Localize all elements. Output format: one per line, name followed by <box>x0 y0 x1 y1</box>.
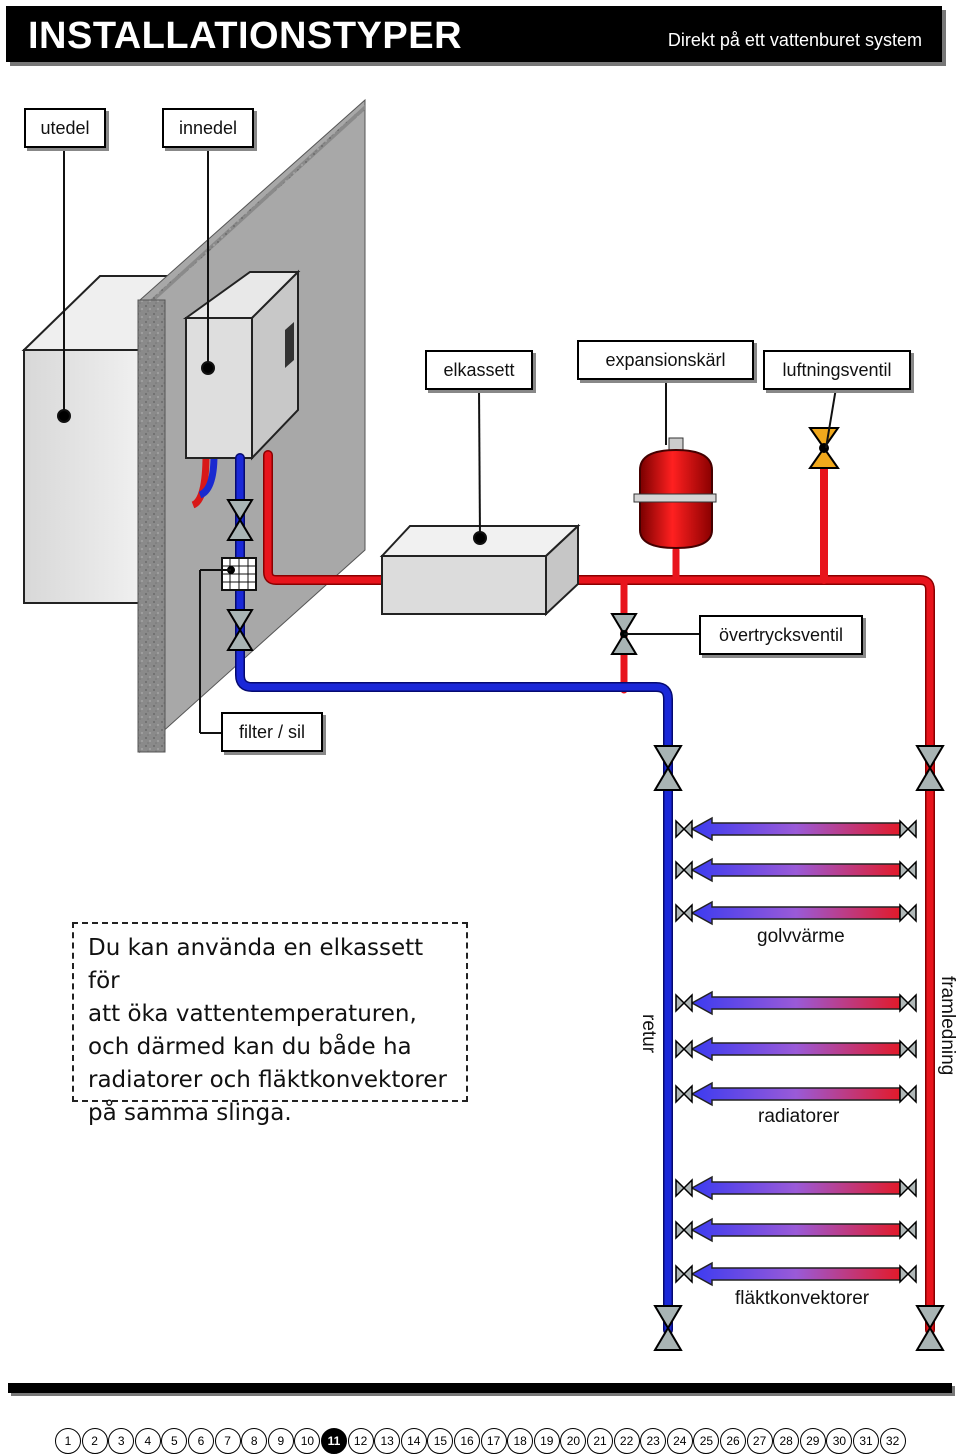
page-link-32[interactable]: 32 <box>879 1428 906 1454</box>
page-link-28[interactable]: 28 <box>773 1428 800 1454</box>
valve-icon <box>675 1084 693 1104</box>
emitter-row <box>675 990 917 1016</box>
emitter-row <box>675 1081 917 1107</box>
valve-icon <box>653 1305 683 1351</box>
note-line: på samma slinga. <box>88 1100 292 1126</box>
page-link-6[interactable]: 6 <box>188 1428 214 1454</box>
info-note: Du kan använda en elkassett för att öka … <box>72 922 468 1126</box>
valve-icon <box>899 903 917 923</box>
label-outdoor-unit: utedel <box>24 108 106 148</box>
valve-icon <box>915 745 945 791</box>
valve-icon <box>899 1220 917 1240</box>
valve-icon <box>675 993 693 1013</box>
leader-lines <box>57 146 837 734</box>
note-line: och därmed kan du både ha <box>88 1034 412 1060</box>
valve-icon <box>675 1264 693 1284</box>
page-link-24[interactable]: 24 <box>666 1428 693 1454</box>
page-link-30[interactable]: 30 <box>826 1428 853 1454</box>
page-link-8[interactable]: 8 <box>241 1428 268 1454</box>
page-link-19[interactable]: 19 <box>533 1428 560 1454</box>
return-pipes <box>235 453 673 1335</box>
valve-icon <box>899 1178 917 1198</box>
page-link-10[interactable]: 10 <box>294 1428 321 1454</box>
header-bar: INSTALLATIONSTYPER Direkt på ett vattenb… <box>6 6 942 62</box>
emitter-row <box>675 900 917 926</box>
label-filter: filter / sil <box>221 712 323 752</box>
page-link-15[interactable]: 15 <box>427 1428 454 1454</box>
footer-bar <box>8 1383 952 1393</box>
valve-icon <box>899 1264 917 1284</box>
valve-icon <box>226 609 254 651</box>
valve-icon <box>899 1039 917 1059</box>
page-link-25[interactable]: 25 <box>693 1428 720 1454</box>
label-expansion-tank: expansionskärl <box>577 340 754 380</box>
page-subtitle: Direkt på ett vattenburet system <box>667 30 922 50</box>
expansion-tank <box>633 437 717 550</box>
valve-icon <box>915 1305 945 1351</box>
page-link-17[interactable]: 17 <box>480 1428 507 1454</box>
valve-icon <box>899 860 917 880</box>
page-link-3[interactable]: 3 <box>108 1428 135 1454</box>
note-line: Du kan använda en elkassett för <box>88 935 424 994</box>
emitter-row <box>675 1175 917 1201</box>
label-air-vent-valve: luftningsventil <box>763 350 911 390</box>
valve-icon <box>675 903 693 923</box>
page-link-5[interactable]: 5 <box>161 1428 188 1454</box>
page-link-14[interactable]: 14 <box>400 1428 427 1454</box>
page-link-16[interactable]: 16 <box>454 1428 480 1454</box>
valve-icon <box>675 860 693 880</box>
label-supply: framledning <box>937 976 958 1076</box>
page-link-23[interactable]: 23 <box>640 1428 667 1454</box>
label-indoor-unit: innedel <box>162 108 254 148</box>
page-link-11[interactable]: 11 <box>321 1428 347 1454</box>
page-link-27[interactable]: 27 <box>746 1428 773 1454</box>
valve-icon <box>675 819 693 839</box>
outdoor-unit <box>21 275 203 604</box>
page-link-13[interactable]: 13 <box>374 1428 401 1454</box>
note-line: att öka vattentemperaturen, <box>88 1001 417 1027</box>
emitter-row <box>675 1217 917 1243</box>
emitter-row <box>675 1036 917 1062</box>
valve-icon <box>899 819 917 839</box>
air-vent-valve-icon <box>808 427 840 469</box>
page-link-9[interactable]: 9 <box>267 1428 294 1454</box>
supply-pipes <box>263 450 935 1335</box>
page-title: INSTALLATIONSTYPER <box>28 15 463 57</box>
page-link-1[interactable]: 1 <box>55 1428 81 1454</box>
label-return: retur <box>638 1014 659 1054</box>
valve-icon <box>899 993 917 1013</box>
emitter-row <box>675 1261 917 1287</box>
valve-icon <box>675 1039 693 1059</box>
page-link-2[interactable]: 2 <box>81 1428 108 1454</box>
label-electric-cassette: elkassett <box>425 350 533 390</box>
valve-icon <box>653 745 683 791</box>
page-link-31[interactable]: 31 <box>853 1428 879 1454</box>
valve-icon <box>675 1220 693 1240</box>
page-link-18[interactable]: 18 <box>507 1428 534 1454</box>
page-link-4[interactable]: 4 <box>134 1428 161 1454</box>
page-link-20[interactable]: 20 <box>560 1428 587 1454</box>
label-floor-heating: golvvärme <box>757 926 845 947</box>
page-link-21[interactable]: 21 <box>587 1428 613 1454</box>
emitters <box>675 816 917 1287</box>
page-link-29[interactable]: 29 <box>799 1428 826 1454</box>
label-pressure-relief-valve: övertrycksventil <box>699 615 863 655</box>
page-link-22[interactable]: 22 <box>613 1428 640 1454</box>
label-fan-convectors: fläktkonvektorer <box>735 1288 870 1309</box>
filter-icon <box>221 557 257 591</box>
valve-icon <box>675 1178 693 1198</box>
page-link-12[interactable]: 12 <box>347 1428 374 1454</box>
note-line: radiatorer och fläktkonvektorer <box>88 1067 447 1093</box>
valve-icon <box>899 1084 917 1104</box>
emitter-row <box>675 857 917 883</box>
label-radiators: radiatorer <box>758 1106 840 1127</box>
page-link-7[interactable]: 7 <box>214 1428 241 1454</box>
indoor-unit <box>182 269 301 461</box>
valve-icon <box>226 499 254 541</box>
page-link-26[interactable]: 26 <box>720 1428 746 1454</box>
emitter-row <box>675 816 917 842</box>
